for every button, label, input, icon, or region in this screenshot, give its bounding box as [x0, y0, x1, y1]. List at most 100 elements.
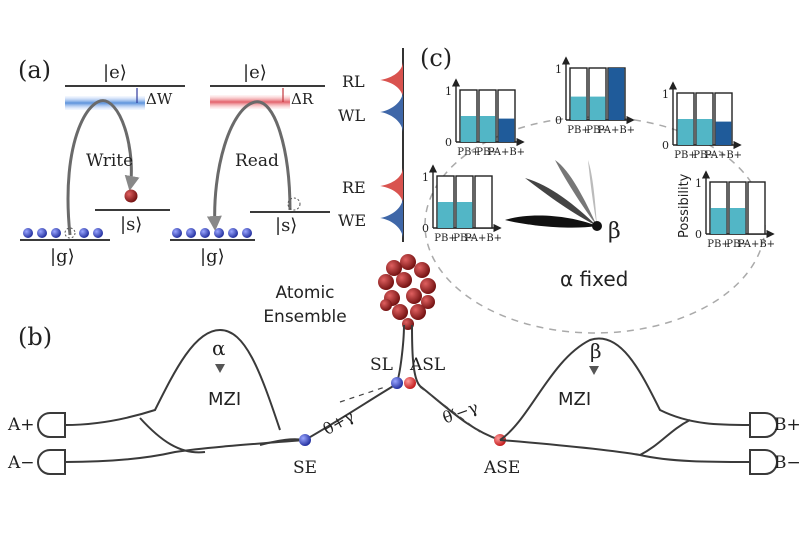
- node-asl-label: ASL: [409, 355, 445, 375]
- mini-chart-bar-fill: [460, 116, 477, 142]
- node-ase-label: ASE: [483, 458, 520, 478]
- mini-chart-bar-fill: [696, 119, 713, 145]
- write-excited-atom: [124, 189, 138, 203]
- atomic-ensemble: Atomic Ensemble: [263, 254, 436, 330]
- mini-chart-bar-fill: [729, 208, 746, 234]
- alpha-label: α: [212, 336, 226, 360]
- mini-chart-bar-fill: [498, 118, 515, 142]
- mzi-left-arm-upper: [64, 328, 281, 431]
- detector-a-minus-label: A−: [7, 453, 35, 473]
- read-detuning: ΔR: [291, 90, 314, 108]
- write-ground-atoms: [23, 227, 103, 239]
- peak-label-re: RE: [342, 178, 366, 197]
- ensemble-cluster: [378, 254, 436, 330]
- mzi-right-arm-lower: [499, 439, 751, 463]
- mini-chart-tick-one: 1: [422, 171, 429, 184]
- mini-chart-tick-zero: 0: [662, 139, 669, 152]
- mini-chart-bar-label: PA+B+: [738, 239, 775, 250]
- read-empty-atom: [287, 197, 301, 211]
- panel-a: (a) |e⟩ ΔW Write |s⟩ |g⟩ |e⟩ ΔR Read: [18, 56, 330, 267]
- panel-c-beta-label: β: [608, 219, 621, 244]
- read-ground-atoms: [172, 228, 252, 238]
- mini-chart-tick-one: 1: [662, 88, 669, 101]
- peak-label-rl: RL: [342, 72, 365, 91]
- peak-re: [380, 168, 403, 204]
- mini-chart-2: 1 0PB+PB−PA+B+: [555, 56, 635, 136]
- mini-chart-tick-one: 1: [555, 63, 562, 76]
- mzi-left-arm-lower: [64, 439, 306, 463]
- write-detuning: ΔW: [146, 90, 173, 108]
- read-arrow: [206, 100, 292, 231]
- peak-we: [380, 198, 403, 238]
- write-virtual-level: [65, 96, 145, 110]
- possibility-label: Possibility: [677, 173, 692, 238]
- beta-arrow: [589, 366, 599, 375]
- spectrum: RL WL RE WE: [338, 48, 404, 242]
- peak-label-we: WE: [338, 211, 366, 230]
- mini-chart-bar-label: PB−: [586, 125, 608, 136]
- node-asl: [404, 377, 416, 389]
- node-sl-label: SL: [370, 355, 393, 375]
- node-se-label: SE: [293, 458, 317, 478]
- mini-chart-tick-one: 1: [695, 177, 702, 190]
- write-ground-state: |g⟩: [50, 246, 75, 267]
- mini-chart-bar-label: PB+: [457, 147, 479, 158]
- detector-b-plus-label: B+: [774, 415, 800, 435]
- mini-chart-tick-zero: 0: [445, 136, 452, 149]
- panel-a-label: (a): [18, 56, 51, 84]
- detector-b-minus-label: B−: [774, 453, 800, 473]
- mini-chart-bar-fill: [456, 202, 473, 228]
- panel-b: (b) MZI α A+ A− θ+γ θ′−γ SE SL ASL ASE M…: [7, 323, 800, 478]
- panel-c: (c) β α fixed Possibility 10PB+PB−PA+B+1…: [420, 44, 775, 334]
- mzi-right-label: MZI: [558, 389, 591, 410]
- peak-wl: [380, 92, 403, 132]
- mini-chart-bar-fill: [437, 202, 454, 228]
- mzi-left-label: MZI: [208, 389, 241, 410]
- detector-a-plus-label: A+: [7, 415, 35, 435]
- detector-b-minus: [749, 449, 778, 475]
- beta-indicator: β: [505, 160, 621, 244]
- mzi-right-cross: [639, 419, 691, 456]
- mini-chart-bar-frame: [747, 181, 766, 235]
- mini-chart-bar-label: PB+: [434, 233, 456, 244]
- fiber-left: [304, 324, 405, 441]
- alpha-arrow: [215, 364, 225, 373]
- node-se: [299, 434, 311, 446]
- phase-dash-left: [339, 386, 386, 403]
- write-storage-state: |s⟩: [120, 214, 142, 235]
- panel-c-label: (c): [420, 44, 452, 72]
- mini-chart-tick-zero: 0: [422, 222, 429, 235]
- peak-label-wl: WL: [338, 106, 365, 125]
- mini-chart-bar-label: PB+: [707, 239, 729, 250]
- read-ground-state: |g⟩: [200, 246, 225, 267]
- mini-chart-bar-label: PB−: [726, 239, 748, 250]
- node-sl: [391, 377, 403, 389]
- beta-label: β: [590, 339, 602, 363]
- mzi-right-arm-upper: [499, 337, 751, 441]
- ensemble-label-line2: Ensemble: [263, 307, 346, 327]
- mini-chart-bar-fill: [570, 96, 587, 120]
- mini-chart-bar-fill: [715, 121, 732, 145]
- peak-rl: [380, 62, 403, 98]
- mini-chart-bar-label: PA+B+: [488, 147, 525, 158]
- mini-chart-bar-label: PB+: [567, 125, 589, 136]
- mini-chart-bar-label: PA+B+: [598, 125, 635, 136]
- detector-a-plus: [37, 412, 66, 438]
- write-label: Write: [86, 151, 133, 171]
- mini-chart-1: 1 0PB+PB−PA+B+: [445, 78, 525, 158]
- mini-chart-bar-frame: [474, 175, 493, 229]
- detector-a-minus: [37, 449, 66, 475]
- ensemble-label-line1: Atomic: [275, 283, 334, 303]
- write-excited-state: |e⟩: [103, 62, 127, 83]
- mini-chart-tick-zero: 0: [555, 114, 562, 127]
- read-excited-state: |e⟩: [243, 62, 267, 83]
- mini-chart-bar-label: PB−: [476, 147, 498, 158]
- mini-chart-tick-one: 1: [445, 85, 452, 98]
- write-arrow: [66, 99, 140, 236]
- read-storage-state: |s⟩: [275, 215, 297, 236]
- mini-chart-bar-fill: [479, 116, 496, 142]
